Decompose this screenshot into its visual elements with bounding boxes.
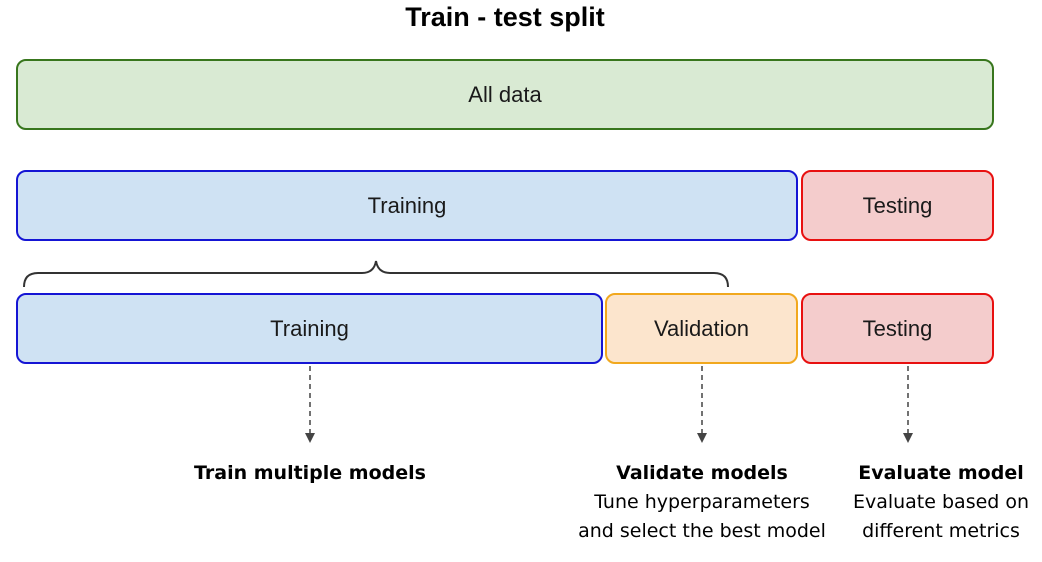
training-label: Training bbox=[270, 315, 349, 341]
training-box: Training bbox=[16, 293, 603, 364]
training-box-split: Training bbox=[16, 170, 798, 241]
caption-train: Train multiple models bbox=[160, 459, 460, 488]
caption-evaluate-line1: Evaluate based on bbox=[852, 491, 1030, 513]
diagram-title: Train - test split bbox=[405, 2, 605, 32]
arrow-evaluate bbox=[903, 366, 913, 443]
testing-label: Testing bbox=[862, 315, 933, 341]
caption-train-heading: Train multiple models bbox=[194, 462, 426, 484]
caption-evaluate: Evaluate model Evaluate based on differe… bbox=[831, 459, 1042, 546]
testing-box-split: Testing bbox=[801, 170, 994, 241]
all-data-box: All data bbox=[16, 59, 994, 130]
testing-label-split: Testing bbox=[862, 192, 933, 218]
all-data-label: All data bbox=[468, 81, 542, 107]
validation-label: Validation bbox=[654, 315, 749, 341]
caption-validate-heading: Validate models bbox=[616, 462, 788, 484]
caption-validate-line2: and select the best model bbox=[578, 520, 826, 542]
arrow-train bbox=[305, 366, 315, 443]
caption-evaluate-heading: Evaluate model bbox=[858, 462, 1024, 484]
training-label-split: Training bbox=[367, 192, 447, 218]
caption-evaluate-line2: different metrics bbox=[862, 520, 1020, 542]
caption-validate-line1: Tune hyperparameters bbox=[594, 491, 810, 513]
arrow-validate bbox=[697, 366, 707, 443]
validation-box: Validation bbox=[605, 293, 798, 364]
testing-box: Testing bbox=[801, 293, 994, 364]
curly-brace bbox=[23, 260, 729, 288]
caption-validate: Validate models Tune hyperparameters and… bbox=[557, 459, 847, 546]
